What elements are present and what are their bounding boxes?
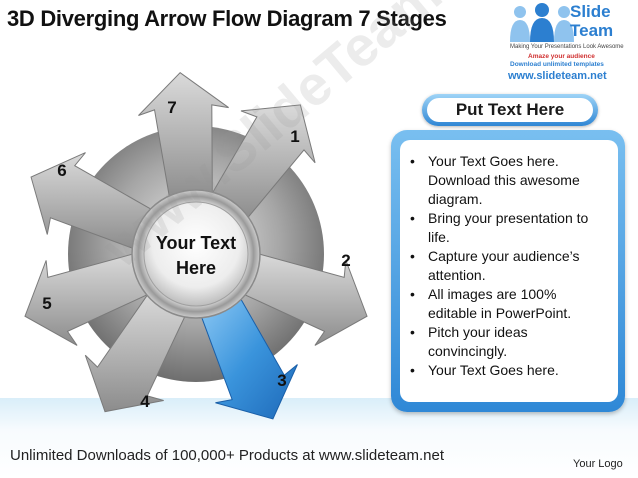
stage-label-1: 1 — [290, 127, 299, 146]
bullet-item: • All images are 100% editable in PowerPoi… — [408, 285, 608, 323]
bullet-dot-icon: • — [410, 248, 415, 264]
bullet-text-line1: Pitch your ideas — [428, 324, 528, 340]
panel-heading-pill: Put Text Here — [422, 94, 598, 126]
hub-text-line1: Your Text — [156, 233, 236, 253]
bullet-text-line1: Bring your presentation to — [428, 210, 589, 226]
bullet-dot-icon: • — [410, 324, 415, 340]
bullet-dot-icon: • — [410, 362, 415, 378]
bullet-text-line3: diagram. — [428, 191, 483, 207]
brand-badge[interactable]: Slide Team Making Your Presentations Loo… — [502, 2, 636, 84]
bullet-dot-icon: • — [410, 153, 415, 169]
brand-url[interactable]: www.slideteam.net — [508, 70, 607, 82]
bullet-text-line2: Download this awesome — [428, 172, 580, 188]
bullet-dot-icon: • — [410, 286, 415, 302]
center-hub: Your Text Here — [131, 189, 261, 319]
bullet-item: • Pitch your ideas convincingly. — [408, 323, 608, 361]
text-panel — [400, 140, 618, 402]
stage-arrow-6 — [30, 152, 155, 251]
bullet-item: • Your Text Goes here. Download this aweso… — [408, 152, 608, 209]
stage-arrow-2 — [240, 252, 368, 346]
bullet-dot-icon: • — [410, 210, 415, 226]
panel-heading: Put Text Here — [427, 98, 593, 122]
bullet-text-line1: Capture your audience’s — [428, 248, 580, 264]
stage-arrow-5 — [24, 252, 152, 346]
stage-label-5: 5 — [42, 294, 51, 313]
brand-name-line1: Slide — [570, 2, 611, 21]
stage-label-6: 6 — [57, 161, 66, 180]
bullet-text-line1: Your Text Goes here. — [428, 153, 559, 169]
bullet-text-line2: life. — [428, 229, 450, 245]
footer-text: Unlimited Downloads of 100,000+ Products… — [10, 447, 444, 464]
stage-label-2: 2 — [341, 251, 350, 270]
brand-name-line2: Team — [570, 21, 614, 40]
brand-tagline: Making Your Presentations Look Awesome — [510, 44, 624, 50]
brand-promo-line2: Download unlimited templates — [510, 61, 604, 68]
bullet-text-line1: All images are 100% — [428, 286, 557, 302]
logo-placeholder: Your Logo — [573, 458, 623, 470]
bullet-text-line2: attention. — [428, 267, 486, 283]
stage-arrow-7 — [138, 72, 229, 201]
brand-promo-line1: Amaze your audience — [528, 53, 595, 60]
bullet-text-line2: convincingly. — [428, 343, 508, 359]
people-icon — [510, 3, 574, 42]
bullet-item: • Bring your presentation to life. — [408, 209, 608, 247]
hub-text-line2: Here — [176, 258, 216, 278]
bullet-item: • Capture your audience’s attention. — [408, 247, 608, 285]
stage-label-7: 7 — [167, 98, 176, 117]
bullet-item: • Your Text Goes here. — [408, 361, 608, 380]
stage-label-4: 4 — [140, 392, 150, 411]
stage-arrow-4 — [84, 291, 188, 413]
stage-label-3: 3 — [277, 371, 286, 390]
bullet-list: • Your Text Goes here. Download this aweso… — [408, 152, 608, 380]
bullet-text-line1: Your Text Goes here. — [428, 362, 559, 378]
stage-arrow-1 — [210, 104, 316, 221]
page-title: 3D Diverging Arrow Flow Diagram 7 Stages — [7, 6, 447, 31]
stage-arrow-3 — [199, 295, 298, 420]
bullet-text-line2: editable in PowerPoint. — [428, 305, 572, 321]
brand-name: Slide Team — [570, 2, 613, 40]
